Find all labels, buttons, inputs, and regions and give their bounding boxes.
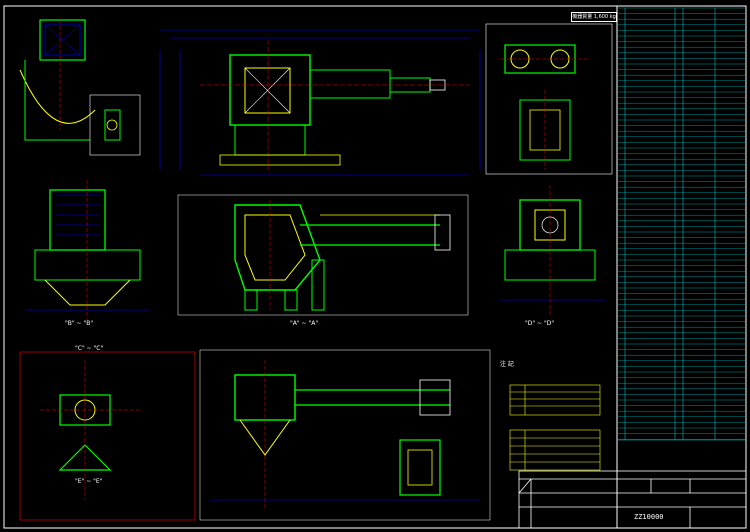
middle-left-view (25, 180, 150, 320)
weight-label: 機器質量 1,600 kg (571, 12, 617, 22)
bom-grid (617, 8, 746, 441)
bottom-center-view (199, 349, 491, 521)
drawing-number: ZZ10000 (634, 513, 664, 521)
view-label-a: "A" ~ "A" (290, 320, 319, 327)
top-left-view (19, 19, 96, 141)
middle-center-view (177, 194, 469, 316)
view-label-c: "C" ~ "C" (75, 345, 104, 352)
drawing-border (3, 5, 747, 529)
title-block (518, 470, 747, 529)
view-label-e: "E" ~ "E" (75, 478, 103, 485)
top-right-view (485, 23, 613, 175)
middle-right-view (500, 185, 605, 315)
detail-view-small (89, 94, 141, 156)
view-label-b: "B" ~ "B" (65, 320, 94, 327)
top-center-view (159, 29, 481, 176)
notes-table (509, 384, 601, 471)
detail-view-lower (399, 439, 441, 496)
view-label-d: "D" ~ "D" (525, 320, 555, 327)
notes-title: 注 記 (500, 361, 514, 368)
bottom-left-view (19, 351, 196, 521)
